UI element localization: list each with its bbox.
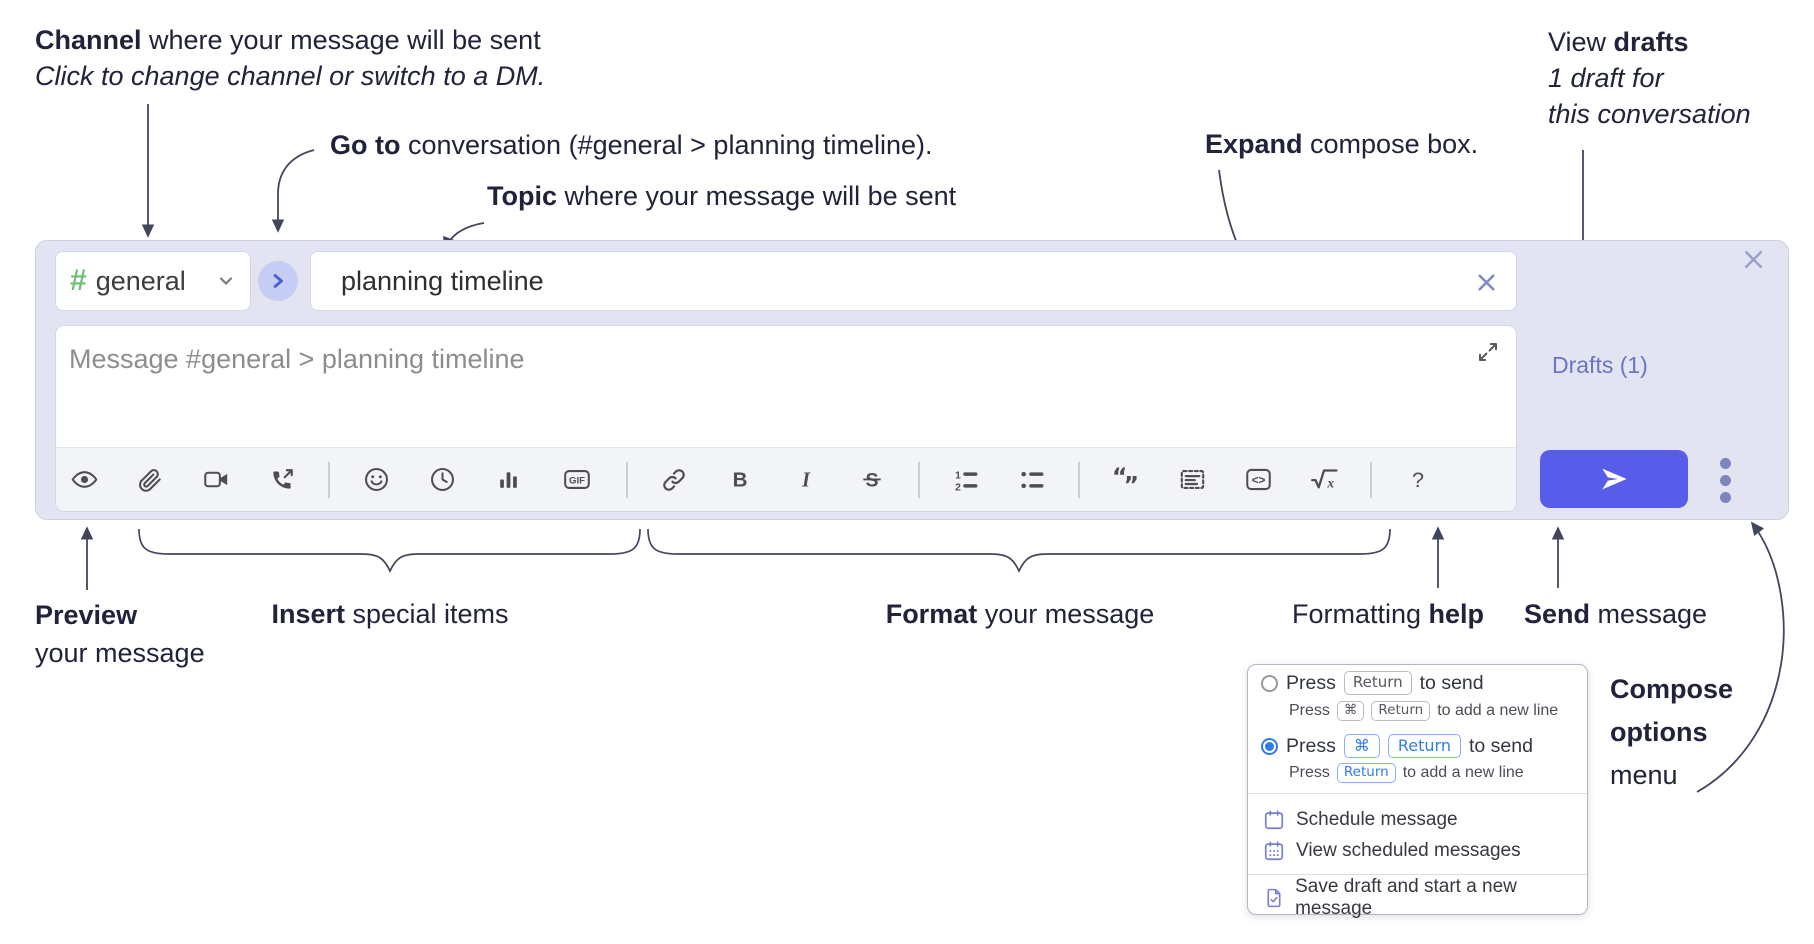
send-icon: [1602, 468, 1627, 490]
emoji-icon[interactable]: [356, 458, 396, 502]
gif-icon[interactable]: GIF: [554, 458, 600, 502]
menu-item-save-draft[interactable]: Save draft and start a new message: [1248, 876, 1587, 919]
topic-annotation: Topic where your message will be sent: [487, 181, 957, 211]
calendar-icon: [1264, 810, 1284, 830]
expand-annotation: Expand compose box.: [1205, 129, 1479, 159]
expand-compose-button[interactable]: [1476, 340, 1500, 364]
kebab-dot: [1719, 474, 1731, 486]
insert-annotation: Insert special items: [271, 599, 509, 629]
drafts-link[interactable]: Drafts (1): [1552, 352, 1648, 378]
option-press-return-subtitle: Press ⌘ Return to add a new line: [1289, 701, 1559, 721]
format-annotation: Format your message: [885, 599, 1155, 629]
strikethrough-icon[interactable]: S: [852, 458, 892, 502]
calendar-scheduled-icon: [1264, 841, 1284, 861]
compose-options-menu: Press Return to send Press ⌘ Return to a…: [1247, 664, 1588, 919]
option-press-cmd-return-subtitle: Press Return to add a new line: [1289, 763, 1524, 783]
chevron-down-icon: [219, 277, 233, 286]
kbd-cmd: ⌘: [1336, 701, 1365, 721]
svg-text:S: S: [865, 469, 878, 491]
compose-options-annotation: Compose options menu: [1610, 674, 1734, 790]
close-icon: [1478, 274, 1495, 291]
chevron-right-icon: [273, 274, 283, 288]
option-press-return[interactable]: Press Return to send: [1248, 668, 1587, 698]
preview-annotation: Preview your message: [35, 600, 205, 668]
draft-document-icon: [1267, 888, 1281, 908]
svg-text:GIF: GIF: [569, 475, 585, 486]
global-time-icon[interactable]: [422, 458, 462, 502]
toolbar-divider: [918, 461, 920, 498]
send-button[interactable]: [1540, 450, 1688, 508]
expand-icon: [1479, 343, 1497, 361]
bold-icon[interactable]: B: [720, 458, 760, 502]
send-annotation: Send message: [1524, 599, 1708, 629]
svg-text:2: 2: [955, 482, 961, 493]
attach-file-icon[interactable]: [130, 458, 170, 502]
voice-call-icon[interactable]: [262, 458, 302, 502]
radio-selected[interactable]: [1261, 737, 1278, 755]
kbd-cmd: ⌘: [1343, 733, 1380, 759]
radio-unselected[interactable]: [1261, 674, 1278, 692]
kbd-return: Return: [1371, 701, 1431, 721]
kbd-return: Return: [1343, 671, 1412, 695]
brace-insert: [138, 528, 641, 574]
arrow-go-to: [271, 149, 315, 233]
italic-icon[interactable]: I: [786, 458, 826, 502]
kebab-dot: [1719, 491, 1731, 503]
kbd-return: Return: [1387, 733, 1461, 759]
channel-annotation: Channel where your message will be sent …: [35, 22, 545, 94]
close-icon: [1744, 250, 1763, 269]
toolbar-divider: [328, 461, 330, 498]
message-input[interactable]: Message #general > planning timeline: [69, 344, 525, 374]
kebab-dot: [1719, 457, 1731, 469]
svg-text:B: B: [733, 468, 748, 491]
quote-icon[interactable]: “”: [1106, 458, 1146, 502]
channel-annotation-subtitle: Click to change channel or switch to a D…: [35, 61, 546, 91]
svg-text:<>: <>: [1251, 473, 1265, 487]
channel-hash-icon: #: [70, 264, 87, 297]
close-compose-button[interactable]: [1740, 246, 1767, 273]
channel-annotation-bold: Channel: [35, 25, 142, 55]
math-icon[interactable]: x: [1304, 458, 1344, 502]
svg-text:“: “: [1112, 466, 1127, 491]
svg-text:1: 1: [955, 470, 961, 481]
formatting-help-icon[interactable]: ?: [1398, 458, 1438, 502]
poll-icon[interactable]: [488, 458, 528, 502]
brace-format: [647, 528, 1391, 574]
compose-options-menu-button[interactable]: [1706, 455, 1744, 505]
menu-item-view-scheduled-messages[interactable]: View scheduled messages: [1248, 836, 1587, 866]
svg-text:x: x: [1326, 475, 1334, 490]
topic-value: planning timeline: [341, 265, 544, 296]
channel-annotation-rest: where your message will be sent: [141, 25, 541, 55]
kbd-return: Return: [1336, 763, 1396, 783]
bulleted-list-icon[interactable]: [1012, 458, 1052, 502]
spoiler-icon[interactable]: [1172, 458, 1212, 502]
message-input-area[interactable]: Message #general > planning timeline: [55, 325, 1517, 512]
menu-item-schedule-message[interactable]: Schedule message: [1248, 805, 1587, 835]
menu-divider: [1248, 793, 1587, 794]
channel-name: general: [95, 265, 186, 296]
view-drafts-annotation: View drafts 1 draft for this conversatio…: [1548, 27, 1751, 129]
svg-text:I: I: [801, 469, 811, 491]
link-icon[interactable]: [654, 458, 694, 502]
channel-selector[interactable]: # general: [55, 251, 251, 311]
topic-input[interactable]: planning timeline: [310, 251, 1517, 311]
go-to-annotation: Go to conversation (#general > planning …: [330, 130, 933, 160]
formatting-help-annotation: Formatting help: [1291, 599, 1485, 629]
go-to-conversation-button[interactable]: [258, 261, 298, 301]
toolbar-divider: [626, 461, 628, 498]
preview-icon[interactable]: [64, 458, 104, 502]
option-press-cmd-return[interactable]: Press ⌘ Return to send: [1248, 729, 1587, 763]
svg-text:?: ?: [1412, 467, 1424, 492]
svg-text:”: ”: [1124, 470, 1139, 493]
code-icon[interactable]: <>: [1238, 458, 1278, 502]
clear-topic-button[interactable]: [1475, 271, 1498, 294]
toolbar-divider: [1078, 461, 1080, 498]
video-call-icon[interactable]: [196, 458, 236, 502]
menu-divider: [1248, 874, 1587, 875]
toolbar-divider: [1370, 461, 1372, 498]
